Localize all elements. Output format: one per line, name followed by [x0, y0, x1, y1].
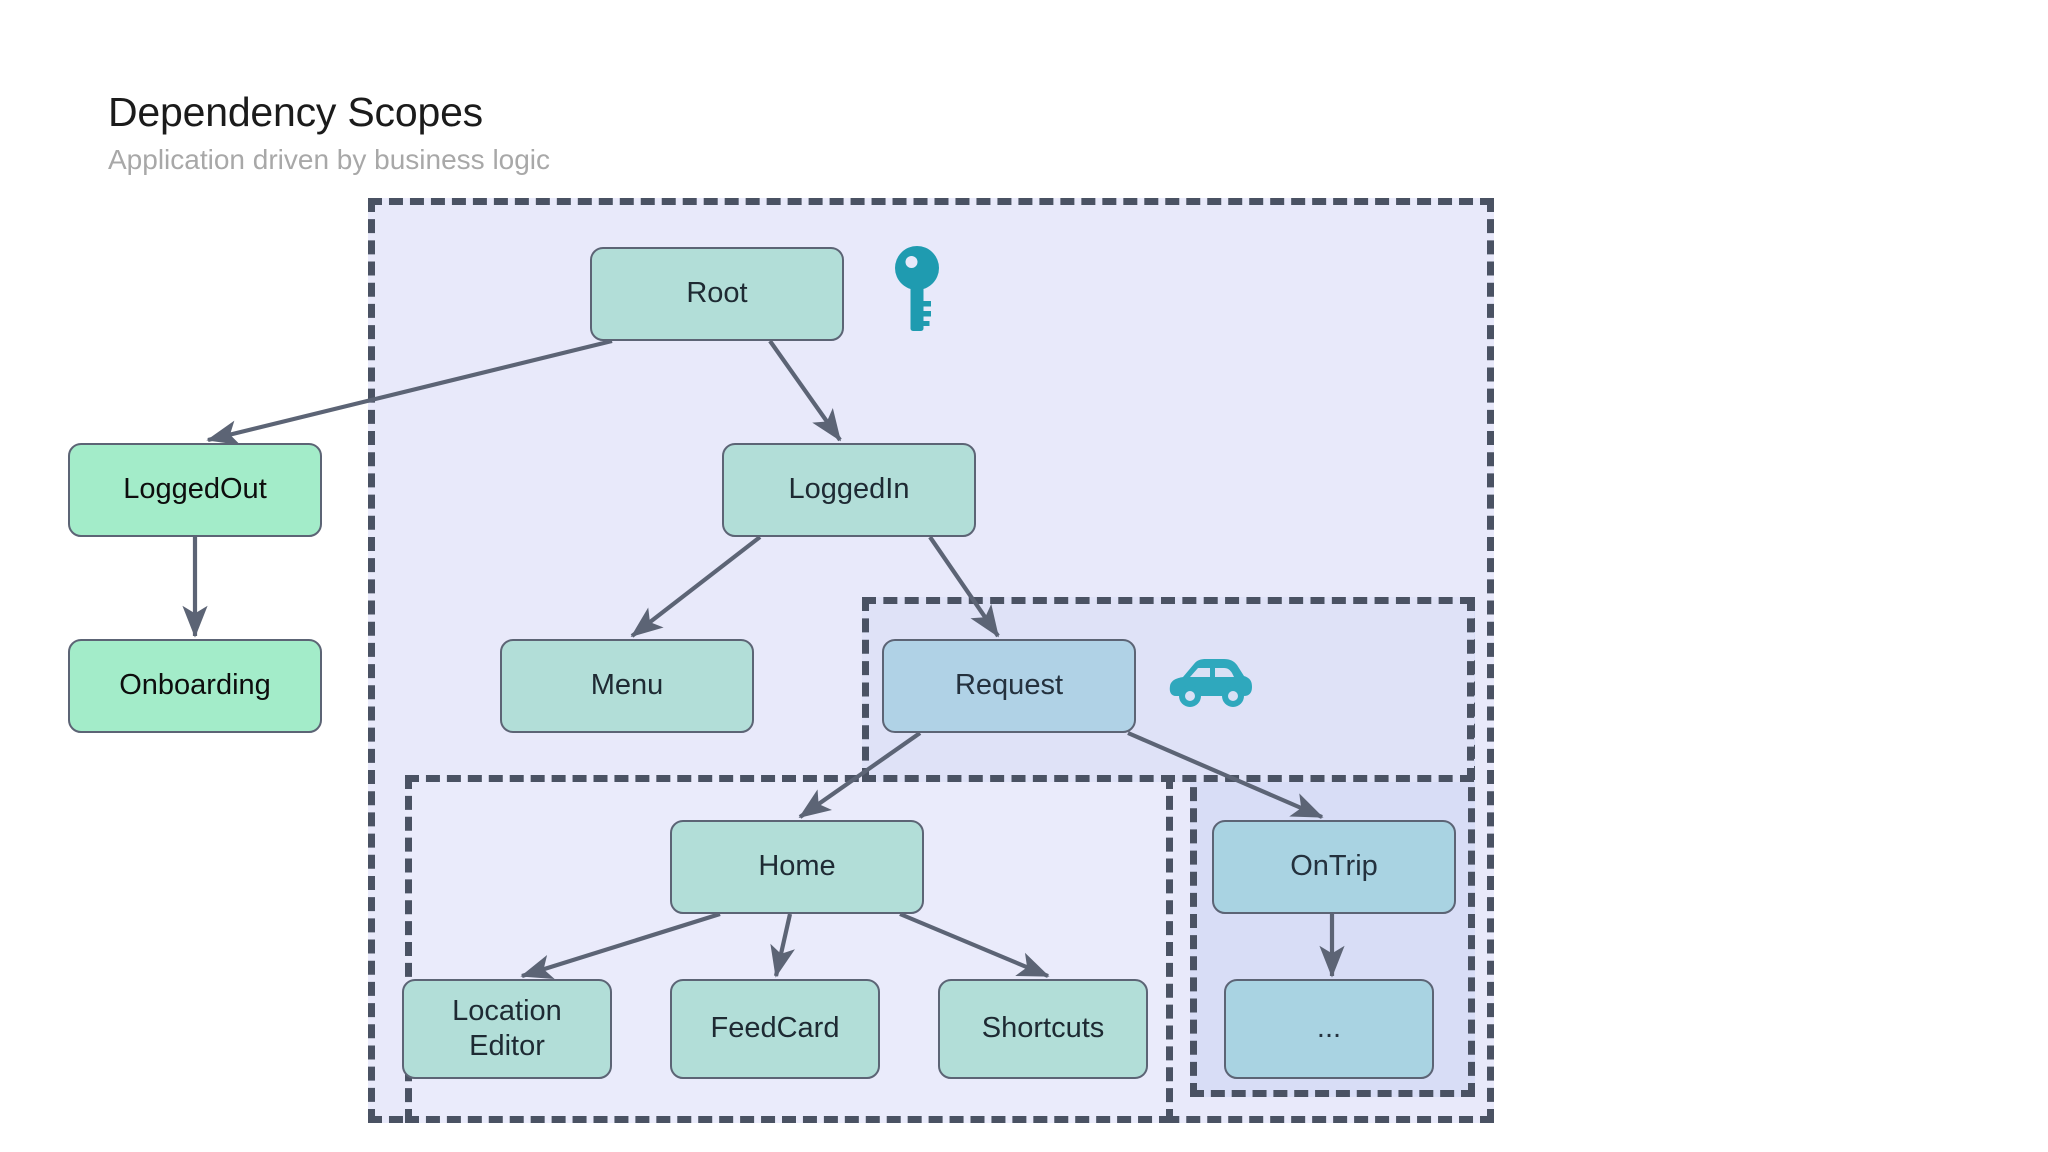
node-request[interactable]: Request [882, 639, 1136, 733]
node-location-editor[interactable]: Location Editor [402, 979, 612, 1079]
node-label: Home [758, 850, 836, 883]
node-shortcuts[interactable]: Shortcuts [938, 979, 1148, 1079]
node-ontrip[interactable]: OnTrip [1212, 820, 1456, 914]
car-icon [1168, 652, 1254, 712]
node-label: Menu [590, 669, 664, 702]
key-icon [888, 243, 946, 335]
node-label: Request [954, 669, 1063, 702]
node-feedcard[interactable]: FeedCard [670, 979, 880, 1079]
header: Dependency Scopes Application driven by … [108, 88, 1008, 179]
node-label: LoggedIn [788, 473, 910, 506]
node-label: FeedCard [710, 1012, 840, 1045]
node-ellipsis[interactable]: ... [1224, 979, 1434, 1079]
node-label: ... [1316, 1012, 1342, 1045]
node-loggedin[interactable]: LoggedIn [722, 443, 976, 537]
node-label: LoggedOut [123, 473, 267, 506]
node-label: Shortcuts [981, 1012, 1105, 1045]
page-title: Dependency Scopes [108, 89, 483, 135]
node-loggedout[interactable]: LoggedOut [68, 443, 322, 537]
node-label: Location Editor [452, 994, 562, 1062]
node-root[interactable]: Root [590, 247, 844, 341]
node-home[interactable]: Home [670, 820, 924, 914]
node-label: OnTrip [1290, 850, 1378, 883]
node-onboarding[interactable]: Onboarding [68, 639, 322, 733]
page-subtitle: Application driven by business logic [108, 144, 551, 176]
node-label: Root [686, 277, 748, 310]
node-menu[interactable]: Menu [500, 639, 754, 733]
node-label: Onboarding [119, 669, 271, 702]
